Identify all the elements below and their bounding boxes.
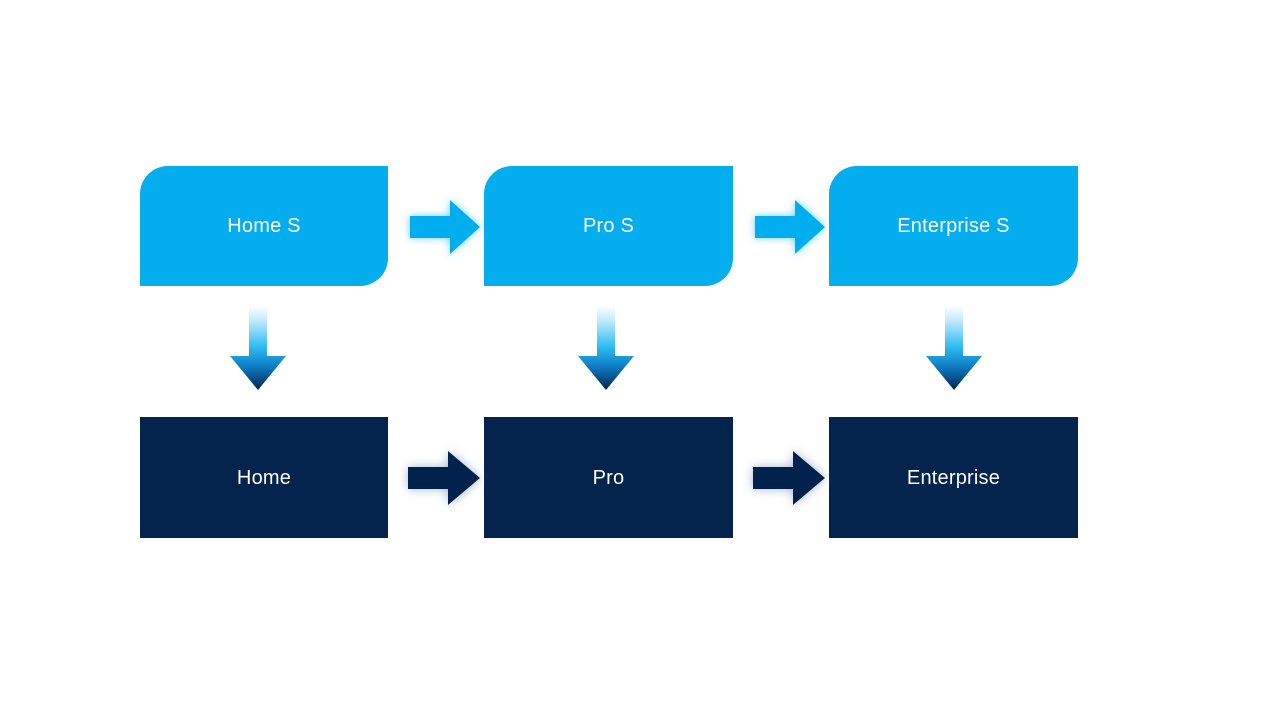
node-enterprise[interactable]: Enterprise [829,417,1078,538]
node-enterprise-s-label: Enterprise S [897,215,1010,237]
node-pro-s-label: Pro S [582,215,635,237]
product-arrow-2 [737,441,837,515]
node-home[interactable]: Home [140,417,388,538]
down-arrow-home [228,306,288,392]
node-pro-label: Pro [592,466,625,489]
node-enterprise-s[interactable]: Enterprise S [829,166,1078,286]
down-arrow-enterprise [924,306,984,392]
product-arrow-1 [392,441,492,515]
service-arrow-1 [396,190,492,264]
node-pro-s[interactable]: Pro S [484,166,733,286]
node-home-s-label: Home S [227,215,301,237]
node-home-s[interactable]: Home S [140,166,388,286]
service-arrow-2 [741,190,837,264]
down-arrow-pro [576,306,636,392]
node-home-label: Home [236,466,292,489]
node-enterprise-label: Enterprise [906,466,1001,489]
node-pro[interactable]: Pro [484,417,733,538]
